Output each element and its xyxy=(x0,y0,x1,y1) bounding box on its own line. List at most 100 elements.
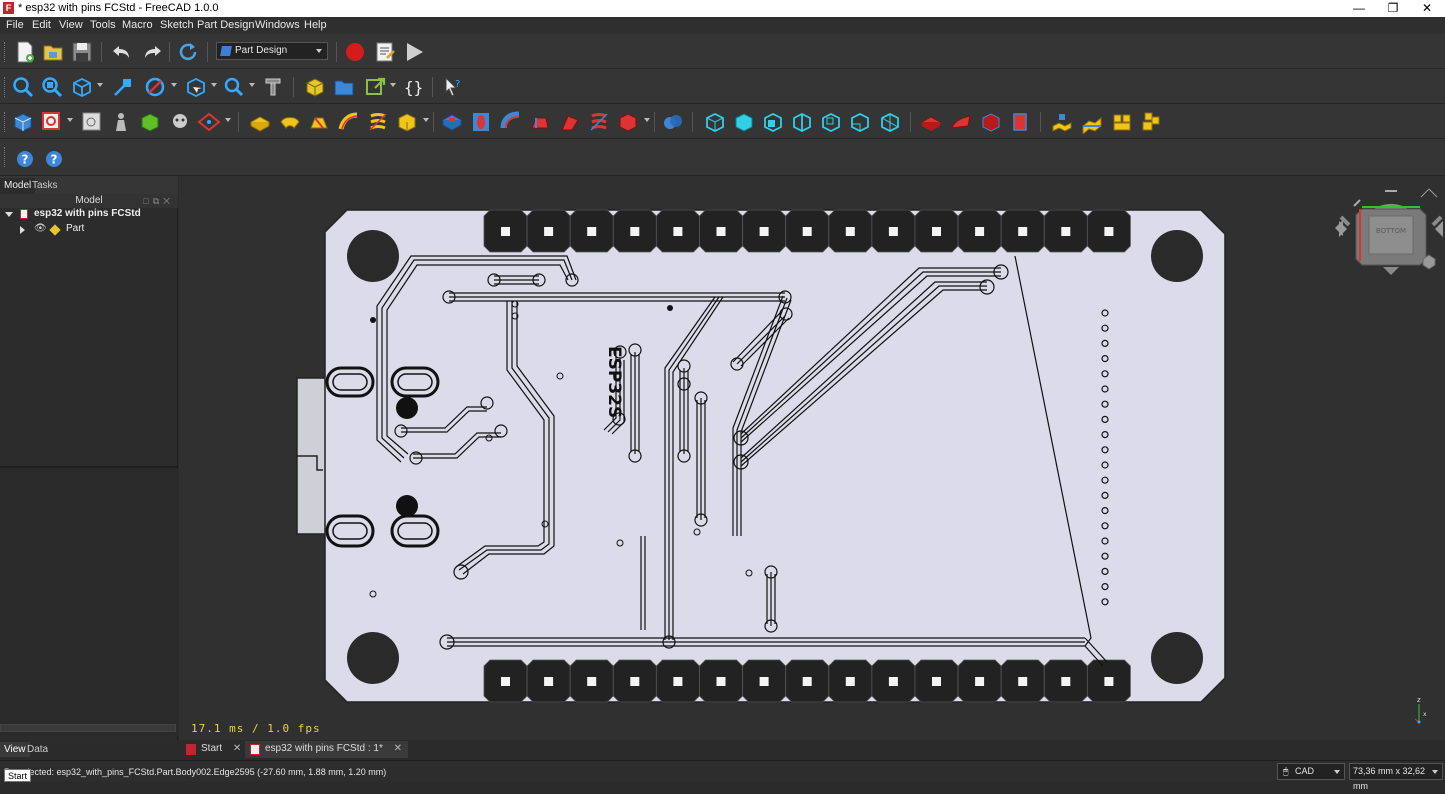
chamfer-icon[interactable] xyxy=(848,110,872,134)
menu-help[interactable]: Help xyxy=(304,19,327,31)
minimize-icon[interactable]: — xyxy=(1353,1,1365,15)
variable-set-icon[interactable]: {} xyxy=(401,75,425,99)
additive-loft-icon[interactable] xyxy=(307,110,331,134)
macro-record-icon[interactable] xyxy=(343,40,367,64)
subtractive-helix-icon[interactable] xyxy=(587,110,611,134)
property-scrollbar[interactable] xyxy=(0,724,176,732)
create-group-icon[interactable] xyxy=(332,75,356,99)
subtractive-pipe-icon[interactable] xyxy=(558,110,582,134)
sprocket-icon[interactable] xyxy=(979,110,1003,134)
wizard-array-icon[interactable] xyxy=(1139,110,1163,134)
menu-part-design[interactable]: Part Design xyxy=(197,19,255,31)
visibility-eye-icon[interactable]: 👁 xyxy=(34,223,47,234)
collapsed-arrow-icon[interactable] xyxy=(20,226,25,234)
bounding-box-icon[interactable] xyxy=(111,75,135,99)
save-document-icon[interactable] xyxy=(70,40,94,64)
boolean-icon[interactable] xyxy=(661,110,685,134)
wizard-gear-icon[interactable] xyxy=(1080,110,1104,134)
fillet-icon[interactable] xyxy=(819,110,843,134)
refresh-icon[interactable] xyxy=(176,40,200,64)
menu-view[interactable]: View xyxy=(59,19,83,31)
validate-sketch-icon[interactable] xyxy=(80,110,104,134)
tab-view[interactable]: View xyxy=(0,742,30,757)
menu-edit[interactable]: Edit xyxy=(32,19,51,31)
undo-icon[interactable] xyxy=(110,40,134,64)
whats-this-icon[interactable]: ? xyxy=(441,75,465,99)
3d-viewport[interactable]: ESP32S BOTTOM z x 17.1 ms / 1.0 fps xyxy=(179,176,1445,740)
wizard-spring-icon[interactable] xyxy=(1110,110,1134,134)
help-icon[interactable]: ? xyxy=(13,147,33,167)
macro-run-icon[interactable] xyxy=(402,40,426,64)
sub-shape-binder-icon[interactable] xyxy=(138,110,162,134)
measure-zoom-icon[interactable] xyxy=(222,75,246,99)
macro-edit-icon[interactable] xyxy=(373,40,397,64)
tab-esp32-document[interactable]: esp32 with pins FCStd : 1* ✕ xyxy=(245,741,409,758)
navigation-style-selector[interactable]: 🖱 CAD xyxy=(1277,763,1345,780)
fit-selection-icon[interactable] xyxy=(40,75,64,99)
fit-all-icon[interactable] xyxy=(11,75,35,99)
new-document-icon[interactable] xyxy=(13,40,37,64)
menu-windows[interactable]: Windows xyxy=(255,19,300,31)
menu-file[interactable]: File xyxy=(6,19,24,31)
subtractive-loft-icon[interactable] xyxy=(528,110,552,134)
pocket-icon[interactable] xyxy=(440,110,464,134)
tab-model[interactable]: Model xyxy=(0,178,36,194)
close-icon[interactable]: ✕ xyxy=(1421,1,1433,15)
menu-sketch[interactable]: Sketch xyxy=(160,19,194,31)
tab-start[interactable]: Start ✕ xyxy=(181,741,247,758)
clone-icon[interactable] xyxy=(168,110,192,134)
workbench-selector[interactable]: Part Design xyxy=(216,42,328,60)
header-pin xyxy=(932,677,941,686)
datum-plane-icon[interactable] xyxy=(197,110,221,134)
additive-pipe-icon[interactable] xyxy=(337,110,361,134)
create-sketch-icon[interactable] xyxy=(40,110,64,134)
panel-buttons[interactable]: □⧉✕ xyxy=(143,196,174,206)
redo-icon[interactable] xyxy=(140,40,164,64)
header-pin xyxy=(1104,677,1114,686)
header-pin xyxy=(975,227,985,236)
standard-views-icon[interactable] xyxy=(70,75,94,99)
draft-icon[interactable] xyxy=(878,110,902,134)
multi-transform-icon[interactable] xyxy=(790,110,814,134)
hole-icon[interactable] xyxy=(469,110,493,134)
expanded-arrow-icon[interactable] xyxy=(5,212,13,217)
measure-icon[interactable] xyxy=(261,75,285,99)
document-icon xyxy=(20,209,28,219)
shape-binder-icon[interactable] xyxy=(109,110,133,134)
menu-macro[interactable]: Macro xyxy=(122,19,153,31)
close-tab-icon[interactable]: ✕ xyxy=(232,743,242,754)
tree-header-label: Model xyxy=(75,195,103,206)
link-actions-icon[interactable] xyxy=(364,75,388,99)
create-body-icon[interactable] xyxy=(11,110,35,134)
polar-pattern-icon[interactable] xyxy=(761,110,785,134)
additive-helix-icon[interactable] xyxy=(366,110,390,134)
groove-icon[interactable] xyxy=(499,110,523,134)
create-part-icon[interactable] xyxy=(303,75,327,99)
tab-tasks[interactable]: Tasks xyxy=(32,180,58,191)
additive-primitive-icon[interactable] xyxy=(395,110,419,134)
pcb-model[interactable]: ESP32S BOTTOM z x xyxy=(179,176,1445,740)
nav-cube-face: BOTTOM xyxy=(1376,227,1406,235)
header-pin xyxy=(673,677,683,686)
pad-icon[interactable] xyxy=(248,110,272,134)
draw-style-icon[interactable] xyxy=(143,75,167,99)
tree-item-part[interactable]: 👁 Part xyxy=(0,223,178,238)
mirrored-icon[interactable] xyxy=(703,110,727,134)
subtractive-primitive-icon[interactable] xyxy=(616,110,640,134)
thickness-icon[interactable] xyxy=(919,110,943,134)
shell-icon[interactable] xyxy=(949,110,973,134)
linear-pattern-icon[interactable] xyxy=(732,110,756,134)
open-document-icon[interactable] xyxy=(41,40,65,64)
restore-icon[interactable]: ❐ xyxy=(1387,1,1399,15)
wizard-shaft-icon[interactable] xyxy=(1050,110,1074,134)
tree-item-label: Part xyxy=(66,223,85,234)
close-tab-icon[interactable]: ✕ xyxy=(393,743,403,754)
tree-item-document[interactable]: esp32 with pins FCStd xyxy=(0,208,178,223)
involute-gear-icon[interactable] xyxy=(1008,110,1032,134)
whats-this-help-icon[interactable]: ? xyxy=(42,147,62,167)
revolution-icon[interactable] xyxy=(278,110,302,134)
dimension-indicator[interactable]: 73,36 mm x 32,62 mm xyxy=(1349,763,1443,791)
tab-data[interactable]: Data xyxy=(27,744,49,755)
selection-filter-icon[interactable] xyxy=(184,75,208,99)
menu-tools[interactable]: Tools xyxy=(90,19,116,31)
